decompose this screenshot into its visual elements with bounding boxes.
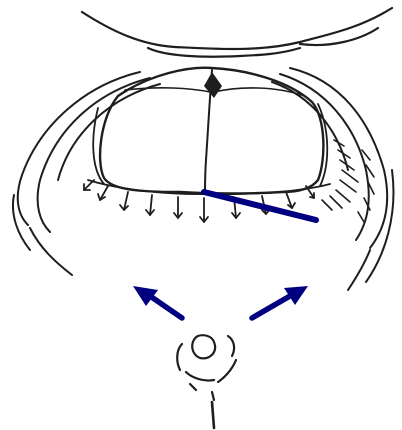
central-node	[204, 72, 222, 98]
outer-arcs-right	[272, 68, 393, 290]
rim-arrow-icon	[120, 192, 128, 210]
indicator-line	[204, 192, 316, 220]
lower-ring-structure	[177, 335, 236, 428]
left-arrow-icon	[133, 286, 182, 318]
rim-arrow-icon	[200, 198, 208, 222]
right-arrow-icon	[252, 286, 308, 318]
rim-arrow-icon	[98, 186, 108, 200]
rim-arrow-icon	[174, 197, 182, 218]
outer-arcs-left	[13, 72, 160, 275]
upper-contour	[82, 8, 392, 57]
rim-arrow-icon	[286, 192, 295, 208]
rim-arrow-icon	[84, 180, 94, 190]
rim-arrow-icon	[146, 195, 154, 215]
hatching-right	[322, 140, 374, 222]
